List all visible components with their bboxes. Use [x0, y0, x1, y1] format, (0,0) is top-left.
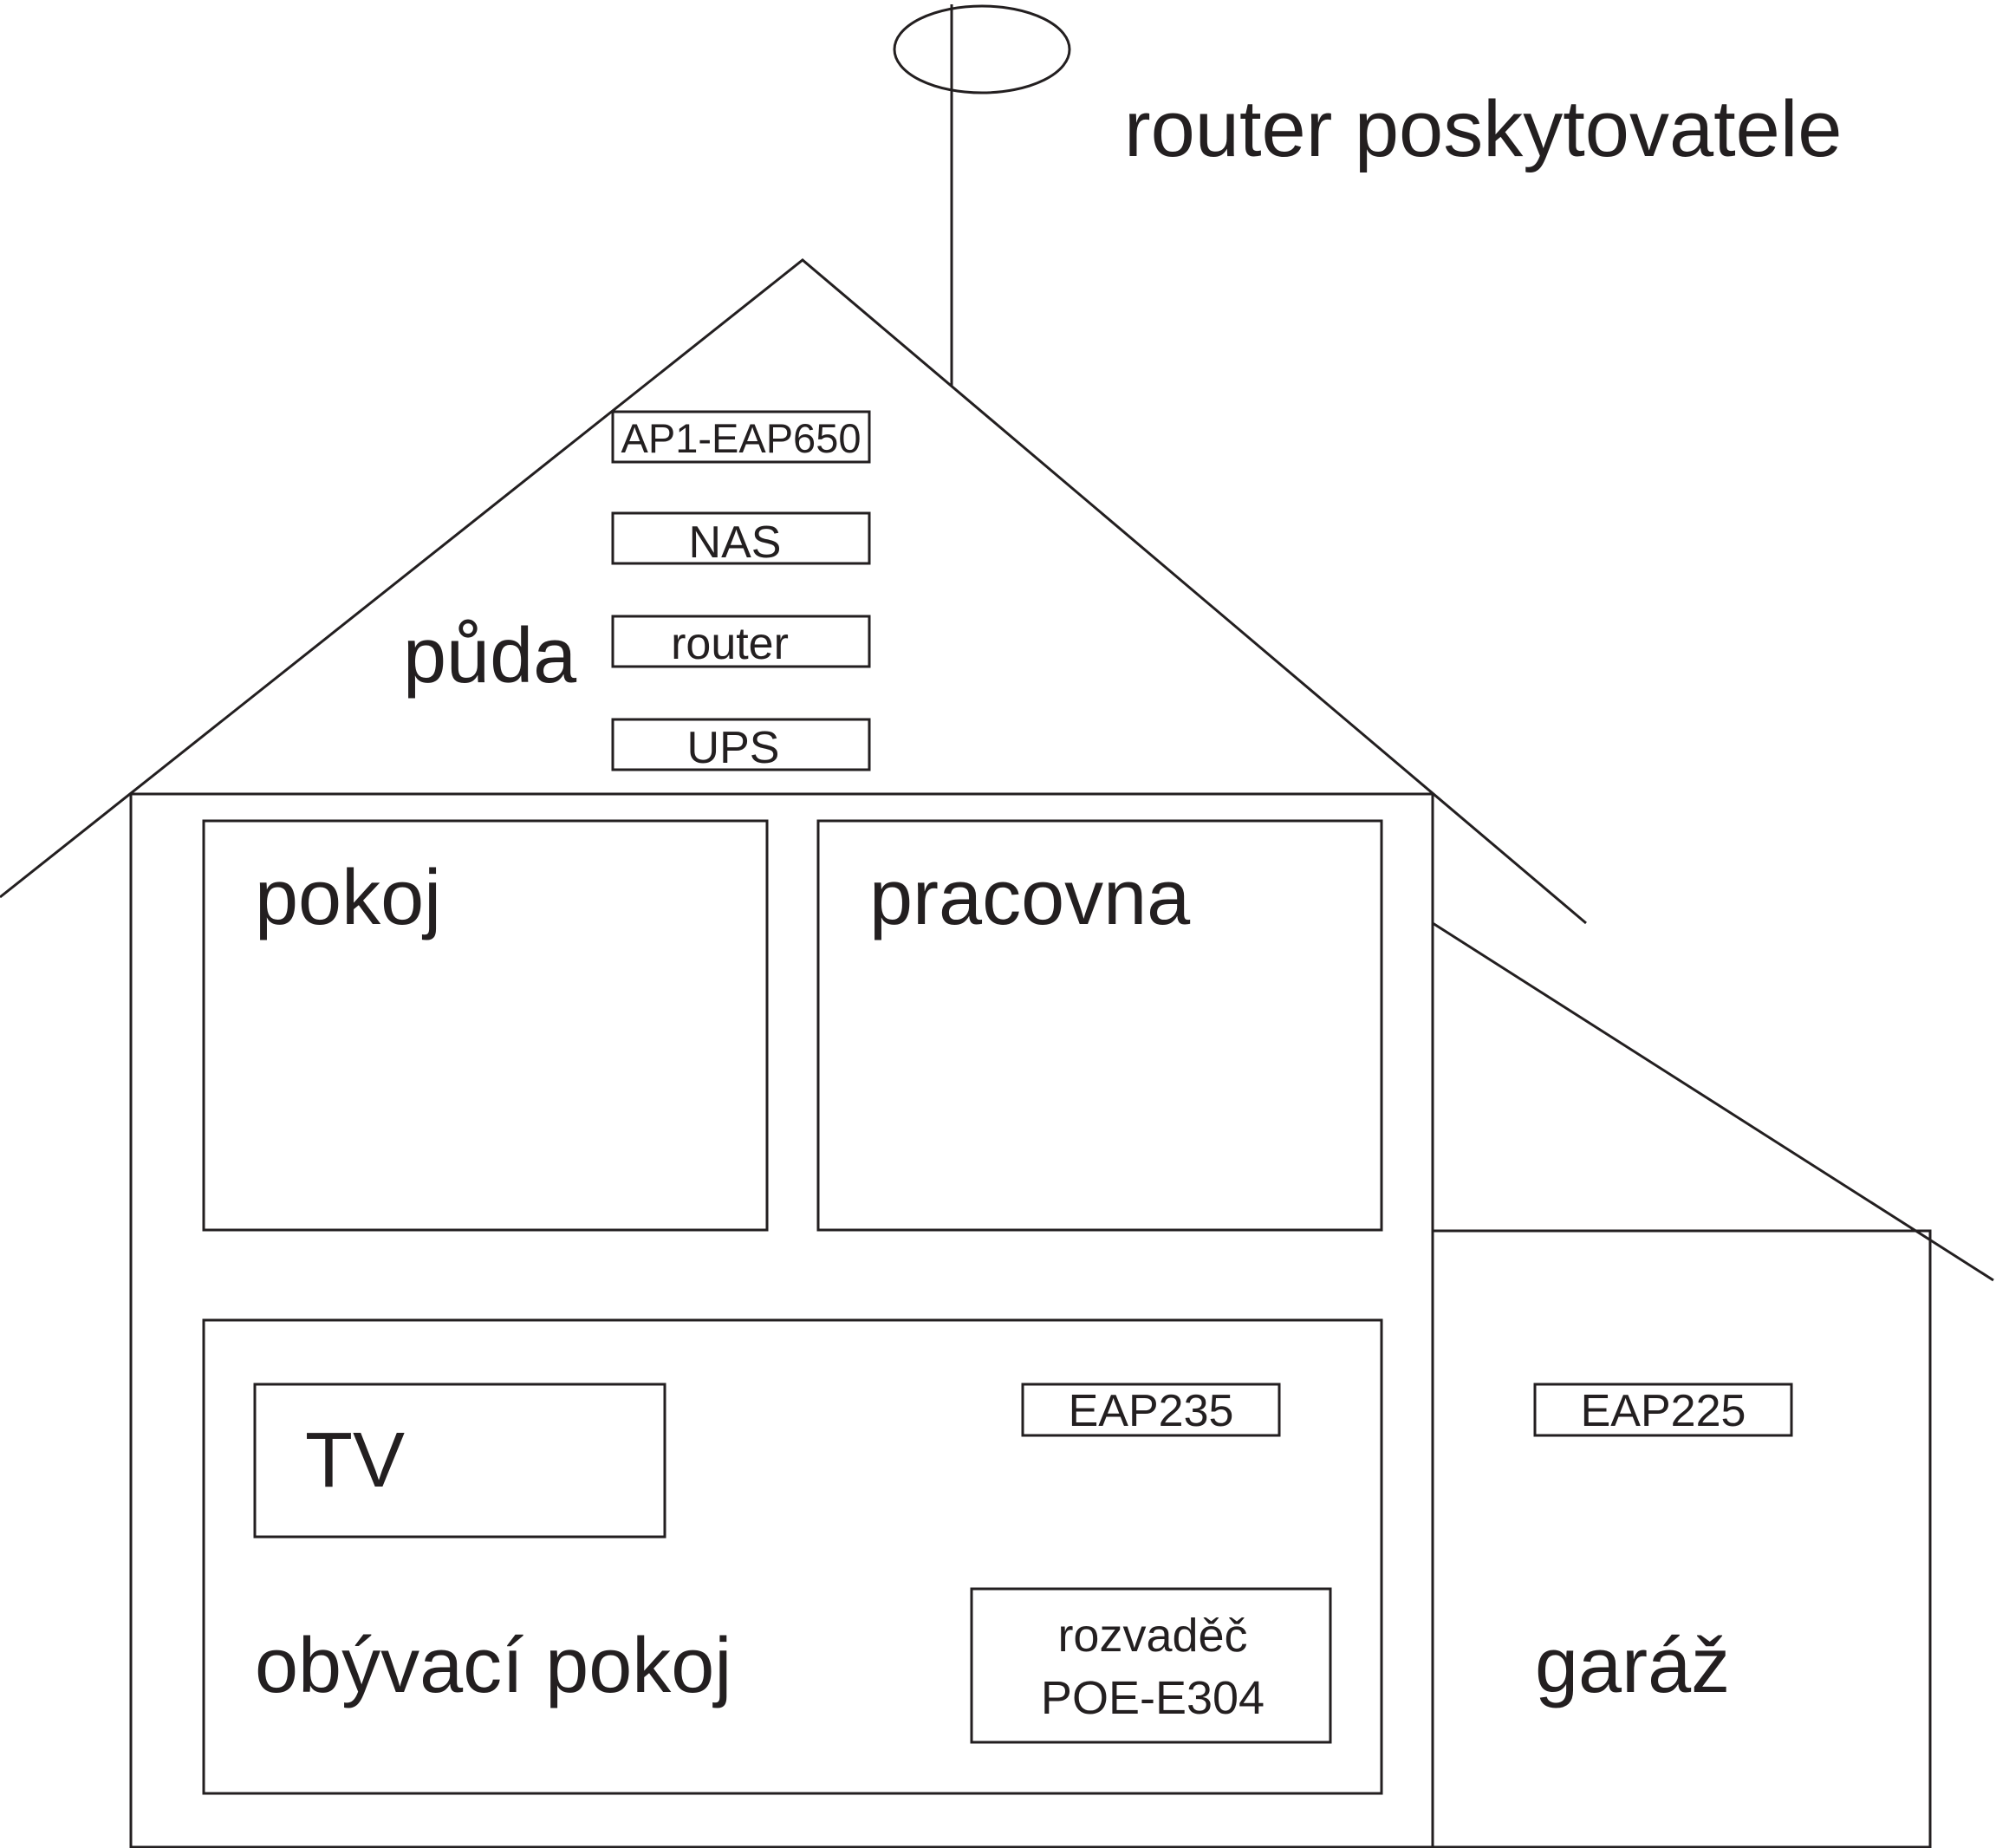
device-eap225-label: EAP225 [1581, 1386, 1746, 1436]
device-tv-label: TV [305, 1417, 405, 1504]
room-pracovna-box [816, 819, 1383, 1232]
device-nas-box [611, 511, 871, 565]
main-roof [0, 258, 1587, 925]
device-eap235-label: EAP235 [1069, 1386, 1234, 1436]
device-panel-label-line1: rozvaděč [1057, 1610, 1247, 1662]
device-ap1-label: AP1-EAP650 [621, 415, 861, 461]
device-eap225-box [1533, 1383, 1793, 1437]
device-tv-box [253, 1383, 666, 1539]
device-ap1-box [611, 410, 871, 464]
device-panel-label-line2: POE-E304 [1041, 1672, 1265, 1724]
device-panel-box [970, 1587, 1332, 1744]
device-router-box [611, 615, 871, 668]
provider-router-label: router poskytovatele [1124, 85, 1842, 173]
room-pracovna-label: pracovna [869, 855, 1191, 941]
living-room-box [202, 1318, 1383, 1795]
device-eap235-box [1021, 1383, 1281, 1437]
garage-roof [1432, 921, 1994, 1282]
device-ups-label: UPS [687, 723, 780, 773]
antenna-dish-icon [893, 4, 1071, 94]
device-ups-box [611, 718, 871, 771]
room-pokoj-label: pokoj [255, 855, 441, 941]
living-room-label: obývací pokoj [255, 1623, 731, 1709]
device-router-label: router [671, 619, 789, 669]
garage-box [1431, 1229, 1932, 1848]
device-nas-label: NAS [689, 517, 782, 568]
room-pokoj-box [202, 819, 769, 1232]
attic-label: půda [403, 613, 577, 700]
garage-label: garáž [1535, 1623, 1730, 1709]
